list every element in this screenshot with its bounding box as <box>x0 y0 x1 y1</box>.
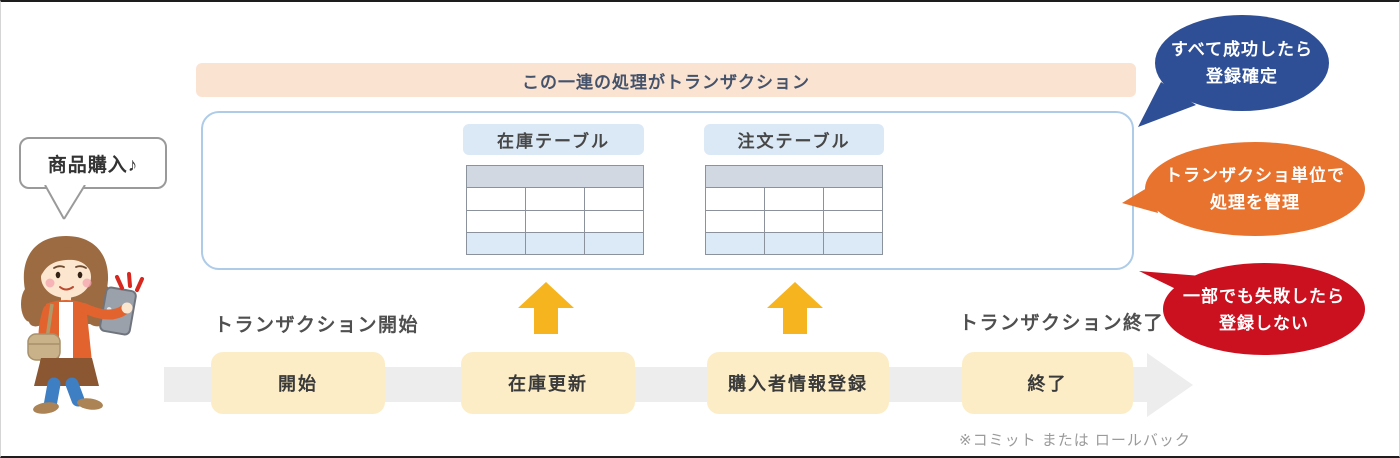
table-cell <box>705 187 765 211</box>
up-arrow-icon <box>518 282 574 334</box>
table-cell <box>705 231 765 256</box>
table-cell <box>764 209 824 233</box>
table-cell <box>823 187 883 211</box>
commit-rollback-footnote: ※コミット または ロールバック <box>959 432 1191 449</box>
table-header-row <box>705 164 883 189</box>
callout-success-line1: すべて成功したら <box>1170 40 1314 59</box>
table-cell <box>466 209 526 233</box>
transaction-banner: この一連の処理がトランザクション <box>196 63 1136 97</box>
table-cell <box>466 187 526 211</box>
table-header-cell <box>705 164 883 189</box>
inventory-table <box>466 164 644 256</box>
inventory-table-label: 在庫テーブル <box>463 124 644 155</box>
flow-arrowhead-icon <box>1147 353 1193 417</box>
callout-per-transaction-bubble: トランザクショ単位で 処理を管理 <box>1116 137 1381 247</box>
table-cell <box>584 209 644 233</box>
speech-bubble-tail <box>44 185 86 220</box>
purchase-speech-bubble: 商品購入♪ <box>19 137 167 189</box>
callout-failure-line1: 一部でも失敗したら <box>1183 287 1345 306</box>
transaction-start-label: トランザクション開始 <box>214 315 420 336</box>
callout-per-transaction-line1: トランザクショ単位で <box>1165 166 1345 185</box>
callout-failure-line2: 登録しない <box>1219 314 1309 333</box>
table-cell <box>525 231 585 256</box>
table-cell <box>823 231 883 256</box>
up-arrow-icon <box>767 282 823 334</box>
step-inventory-update-box: 在庫更新 <box>461 352 635 414</box>
woman-illustration <box>21 236 144 414</box>
table-row <box>705 209 883 233</box>
order-table-label: 注文テーブル <box>704 124 884 155</box>
table-cell <box>525 187 585 211</box>
table-header-row <box>466 164 644 189</box>
step-purchaser-registration-box: 購入者情報登録 <box>707 352 889 414</box>
transaction-container <box>201 111 1134 270</box>
table-cell <box>705 209 765 233</box>
table-row <box>705 231 883 256</box>
callout-success-line2: 登録確定 <box>1206 67 1278 86</box>
callout-failure-bubble: 一部でも失敗したら 登録しない <box>1126 255 1381 360</box>
table-cell <box>764 187 824 211</box>
table-cell <box>466 231 526 256</box>
table-cell <box>525 209 585 233</box>
step-end-box: 終了 <box>962 352 1133 414</box>
table-cell <box>764 231 824 256</box>
table-row <box>466 187 644 211</box>
table-row <box>466 209 644 233</box>
table-row <box>705 187 883 211</box>
callout-success-bubble: すべて成功したら 登録確定 <box>1126 10 1341 135</box>
table-cell <box>584 231 644 256</box>
callout-per-transaction-line2: 処理を管理 <box>1210 193 1300 212</box>
table-cell <box>823 209 883 233</box>
table-cell <box>584 187 644 211</box>
transaction-end-label: トランザクション終了 <box>959 313 1165 334</box>
order-table <box>705 164 883 256</box>
table-row <box>466 231 644 256</box>
table-header-cell <box>466 164 644 189</box>
step-start-box: 開始 <box>211 352 385 414</box>
